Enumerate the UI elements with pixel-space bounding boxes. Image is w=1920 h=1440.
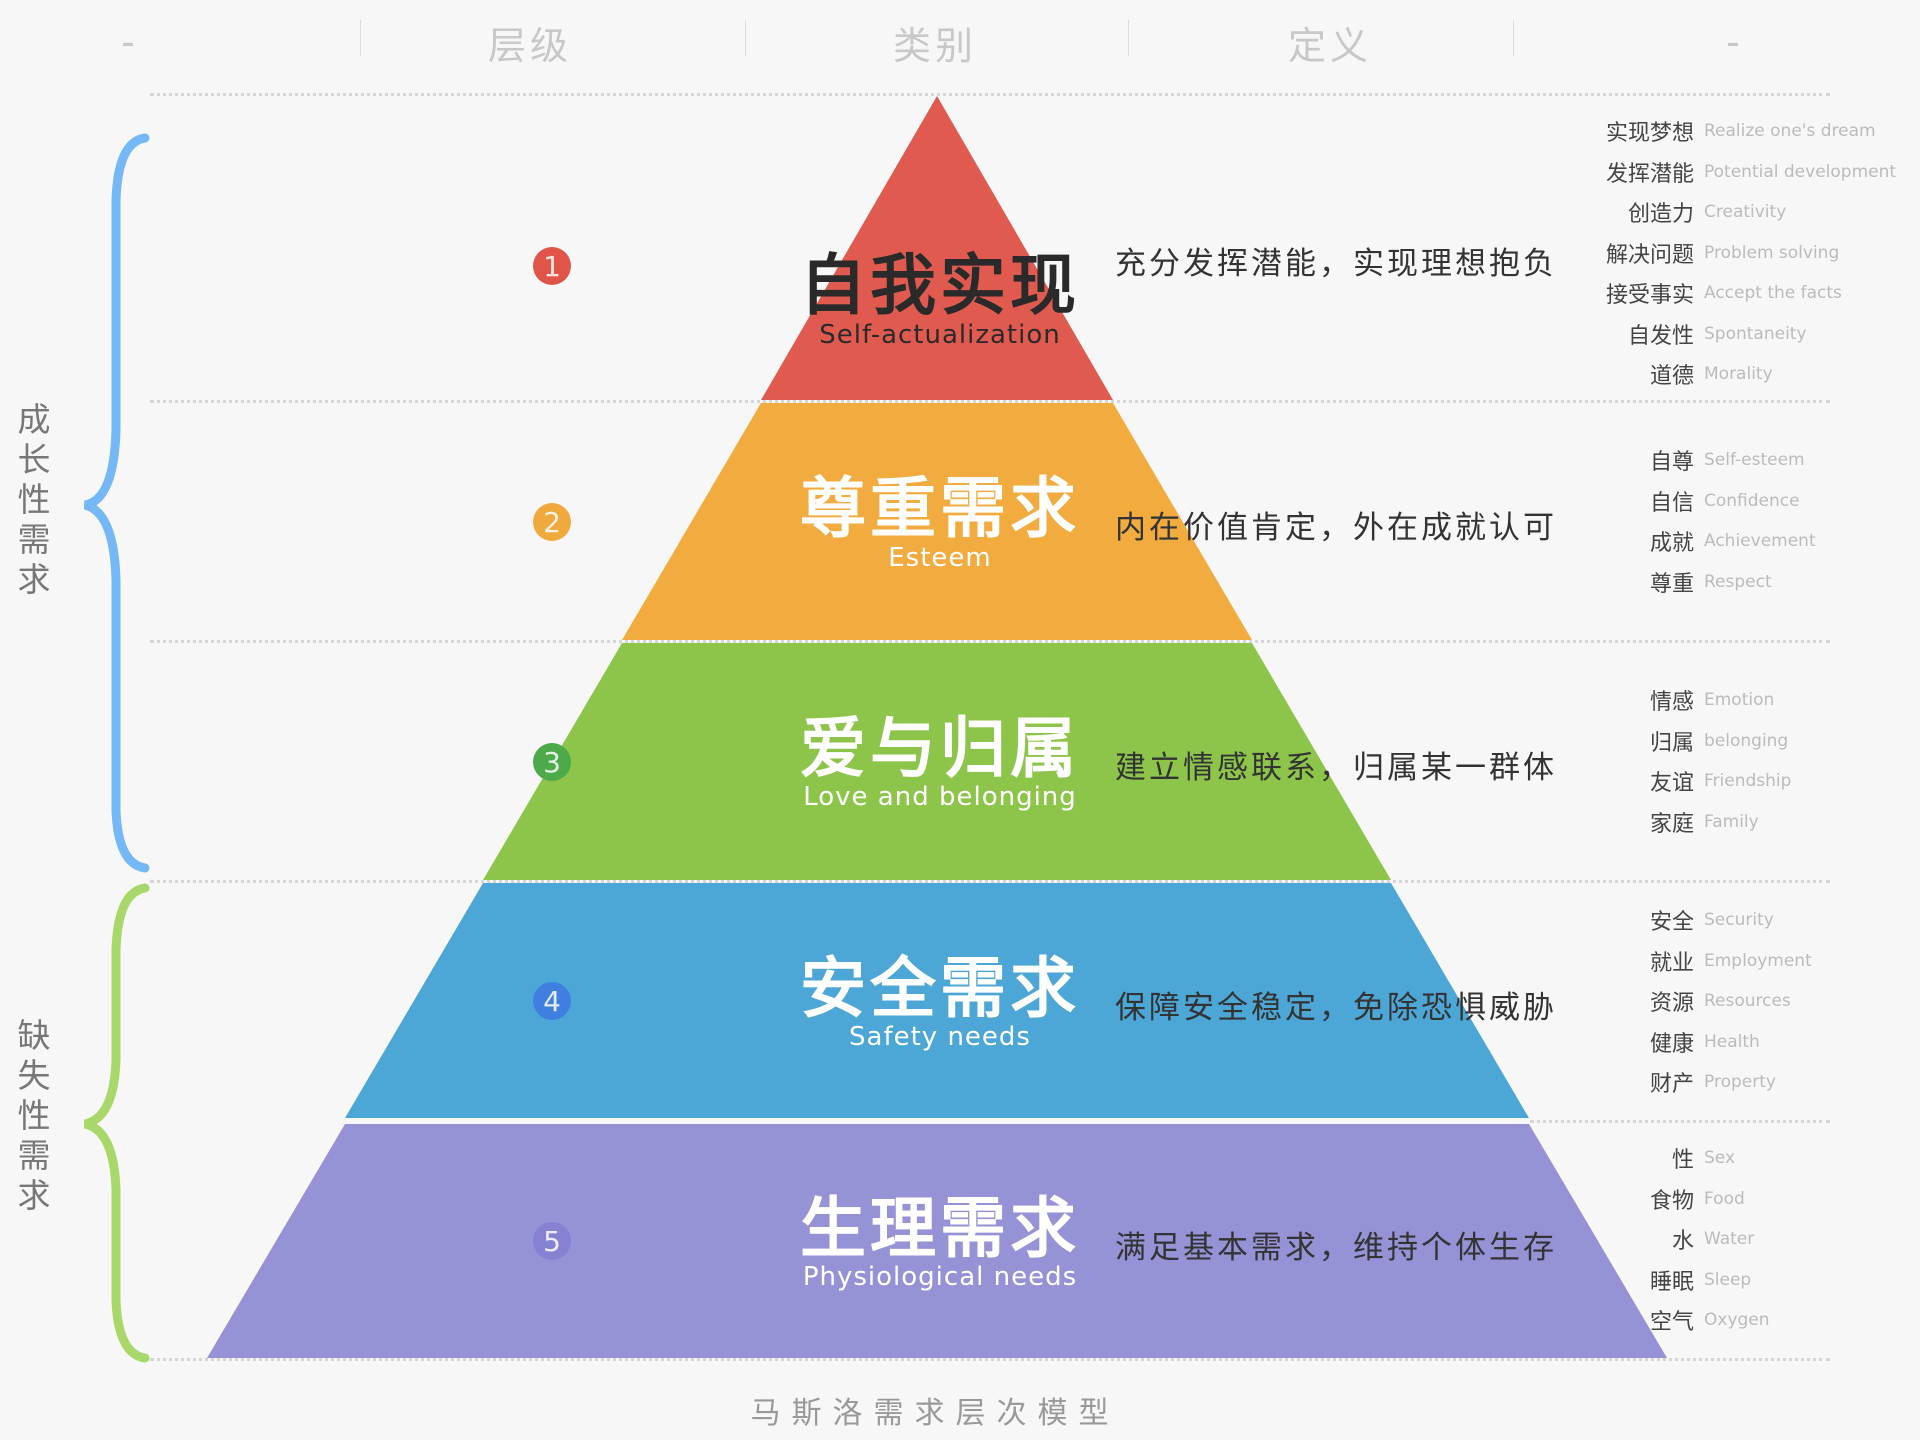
level-definition-3: 建立情感联系，归属某一群体 [1115,750,1557,786]
brace-growth-icon [83,133,150,873]
level-badge-3: 3 [533,743,571,781]
level-title-zh-1: 自我实现 [800,247,1080,324]
header-col-category: 类别 [892,23,977,68]
header-col-definition: 定义 [1287,23,1372,68]
header-col-level: 层级 [487,23,572,68]
level-title-en-1: Self-actualization [819,320,1061,350]
pyramid-level-5 [207,1124,1667,1358]
header-divider [1513,20,1514,56]
header-divider [745,20,746,56]
pyramid-level-1 [761,96,1113,400]
header-col-blank-right: - [1726,20,1744,64]
level-badge-1: 1 [533,247,571,285]
level-title-en-4: Safety needs [849,1022,1031,1052]
level-badge-4: 4 [533,982,571,1020]
level-definition-1: 充分发挥潜能，实现理想抱负 [1115,246,1557,282]
pyramid-level-4 [345,883,1529,1118]
separator-line [1530,1120,1830,1123]
level-badge-2: 2 [533,503,571,541]
level-title-en-2: Esteem [888,543,992,573]
level-title-zh-4: 安全需求 [800,950,1080,1027]
level-definition-4: 保障安全稳定，免除恐惧威胁 [1115,990,1557,1026]
level-title-zh-2: 尊重需求 [800,470,1080,547]
level-title-en-3: Love and belonging [803,782,1077,812]
header-divider [360,20,361,56]
separator-line [150,1358,1830,1361]
separator-line [150,400,1830,403]
level-definition-5: 满足基本需求，维持个体生存 [1115,1230,1557,1266]
level-badge-5: 5 [533,1222,571,1260]
header-col-blank-left: - [121,20,139,64]
header-divider [1128,20,1129,56]
separator-line [150,93,1830,96]
pyramid-level-2 [622,403,1252,640]
group-label-growth: 成长性需求 [17,400,51,599]
brace-deficiency-icon [83,883,150,1363]
separator-line [150,640,1830,643]
diagram-caption: 马斯洛需求层次模型 [750,1396,1120,1431]
level-title-zh-5: 生理需求 [800,1190,1080,1267]
level-title-zh-3: 爱与归属 [800,710,1080,787]
group-label-deficiency: 缺失性需求 [17,1016,51,1215]
separator-line [150,880,1830,883]
level-title-en-5: Physiological needs [802,1262,1078,1292]
level-definition-2: 内在价值肯定，外在成就认可 [1115,510,1557,546]
pyramid-level-3 [483,643,1391,880]
